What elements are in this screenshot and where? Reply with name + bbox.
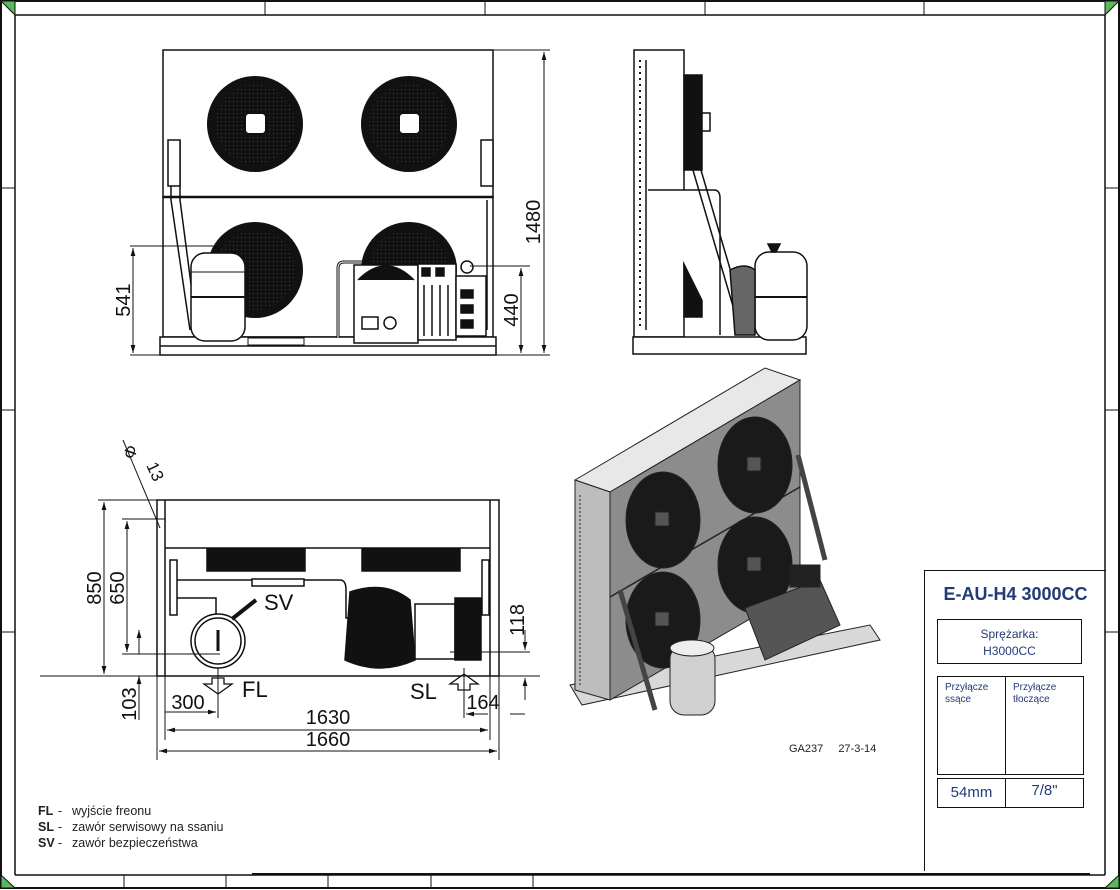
front-dimension-lines (130, 49, 550, 356)
legend-item: SL-zawór serwisowy na ssaniu (38, 819, 223, 835)
legend-code: SL (38, 820, 54, 834)
suction-size: 54mm (938, 779, 1006, 807)
compressor-value: H3000CC (983, 644, 1036, 658)
discharge-size: 7/8" (1031, 782, 1058, 799)
dim-width-total: 1660 (306, 729, 351, 751)
legend-separator: - (58, 804, 63, 818)
drawing-date: 27-3-14 (838, 743, 877, 755)
legend-text: zawór serwisowy na ssaniu (72, 820, 224, 834)
discharge-header: Przyłącze tłoczące (1013, 682, 1057, 705)
dim-hole-diameter: 13 (142, 459, 167, 484)
dim-fl-offset: 300 (171, 692, 204, 714)
dim-width-inner: 1630 (306, 707, 351, 729)
model-title: E-AU-H4 3000CC (943, 584, 1088, 604)
front-view: 1480 541 440 (113, 49, 550, 356)
dim-compressor-height: 440 (501, 293, 523, 326)
suction-header: Przyłącze ssące (938, 677, 1006, 774)
dim-offset-bottom: 103 (119, 687, 141, 720)
dim-overall-height: 1480 (523, 200, 545, 245)
label-fl: FL (242, 677, 268, 702)
compressor (353, 260, 487, 344)
condenser-fan (207, 76, 303, 172)
dim-diameter-symbol: Φ (120, 442, 142, 461)
legend-text: wyjście freonu (72, 804, 152, 818)
legend-item: FL-wyjście freonu (38, 803, 223, 819)
liquid-receiver (190, 252, 246, 342)
legend-item: SV-zawór bezpieczeństwa (38, 835, 223, 851)
legend-separator: - (58, 836, 63, 850)
condenser-fan (361, 76, 457, 172)
isometric-view (569, 367, 881, 716)
legend-code: SV (38, 836, 55, 850)
top-view: Φ 13 850 650 103 118 300 164 1630 1660 S… (40, 439, 540, 760)
drawing-reference: GA237 27-3-14 (789, 743, 888, 755)
compressor-label: Sprężarka: (980, 627, 1039, 641)
dim-depth-total: 850 (84, 571, 106, 604)
dim-sl-offset: 164 (466, 692, 499, 714)
dim-depth-inner: 650 (107, 571, 129, 604)
legend-separator: - (58, 820, 63, 834)
legend-text: zawór bezpieczeństwa (72, 836, 198, 850)
legend: FL-wyjście freonu SL-zawór serwisowy na … (38, 803, 223, 851)
connection-sizes-box: 54mm 7/8" (937, 778, 1084, 808)
dim-offset-right: 118 (507, 604, 529, 636)
dim-receiver-height: 541 (113, 283, 135, 316)
title-block: E-AU-H4 3000CC Sprężarka: H3000CC Przyłą… (924, 570, 1106, 871)
connections-header-box: Przyłącze ssące Przyłącze tłoczące (937, 676, 1084, 775)
label-sv: SV (264, 590, 294, 615)
label-sl: SL (410, 679, 437, 704)
legend-code: FL (38, 804, 54, 818)
side-view (632, 49, 808, 355)
top-dimension-lines (40, 439, 540, 760)
drawing-code: GA237 (789, 743, 824, 755)
compressor-box: Sprężarka: H3000CC (937, 619, 1082, 664)
